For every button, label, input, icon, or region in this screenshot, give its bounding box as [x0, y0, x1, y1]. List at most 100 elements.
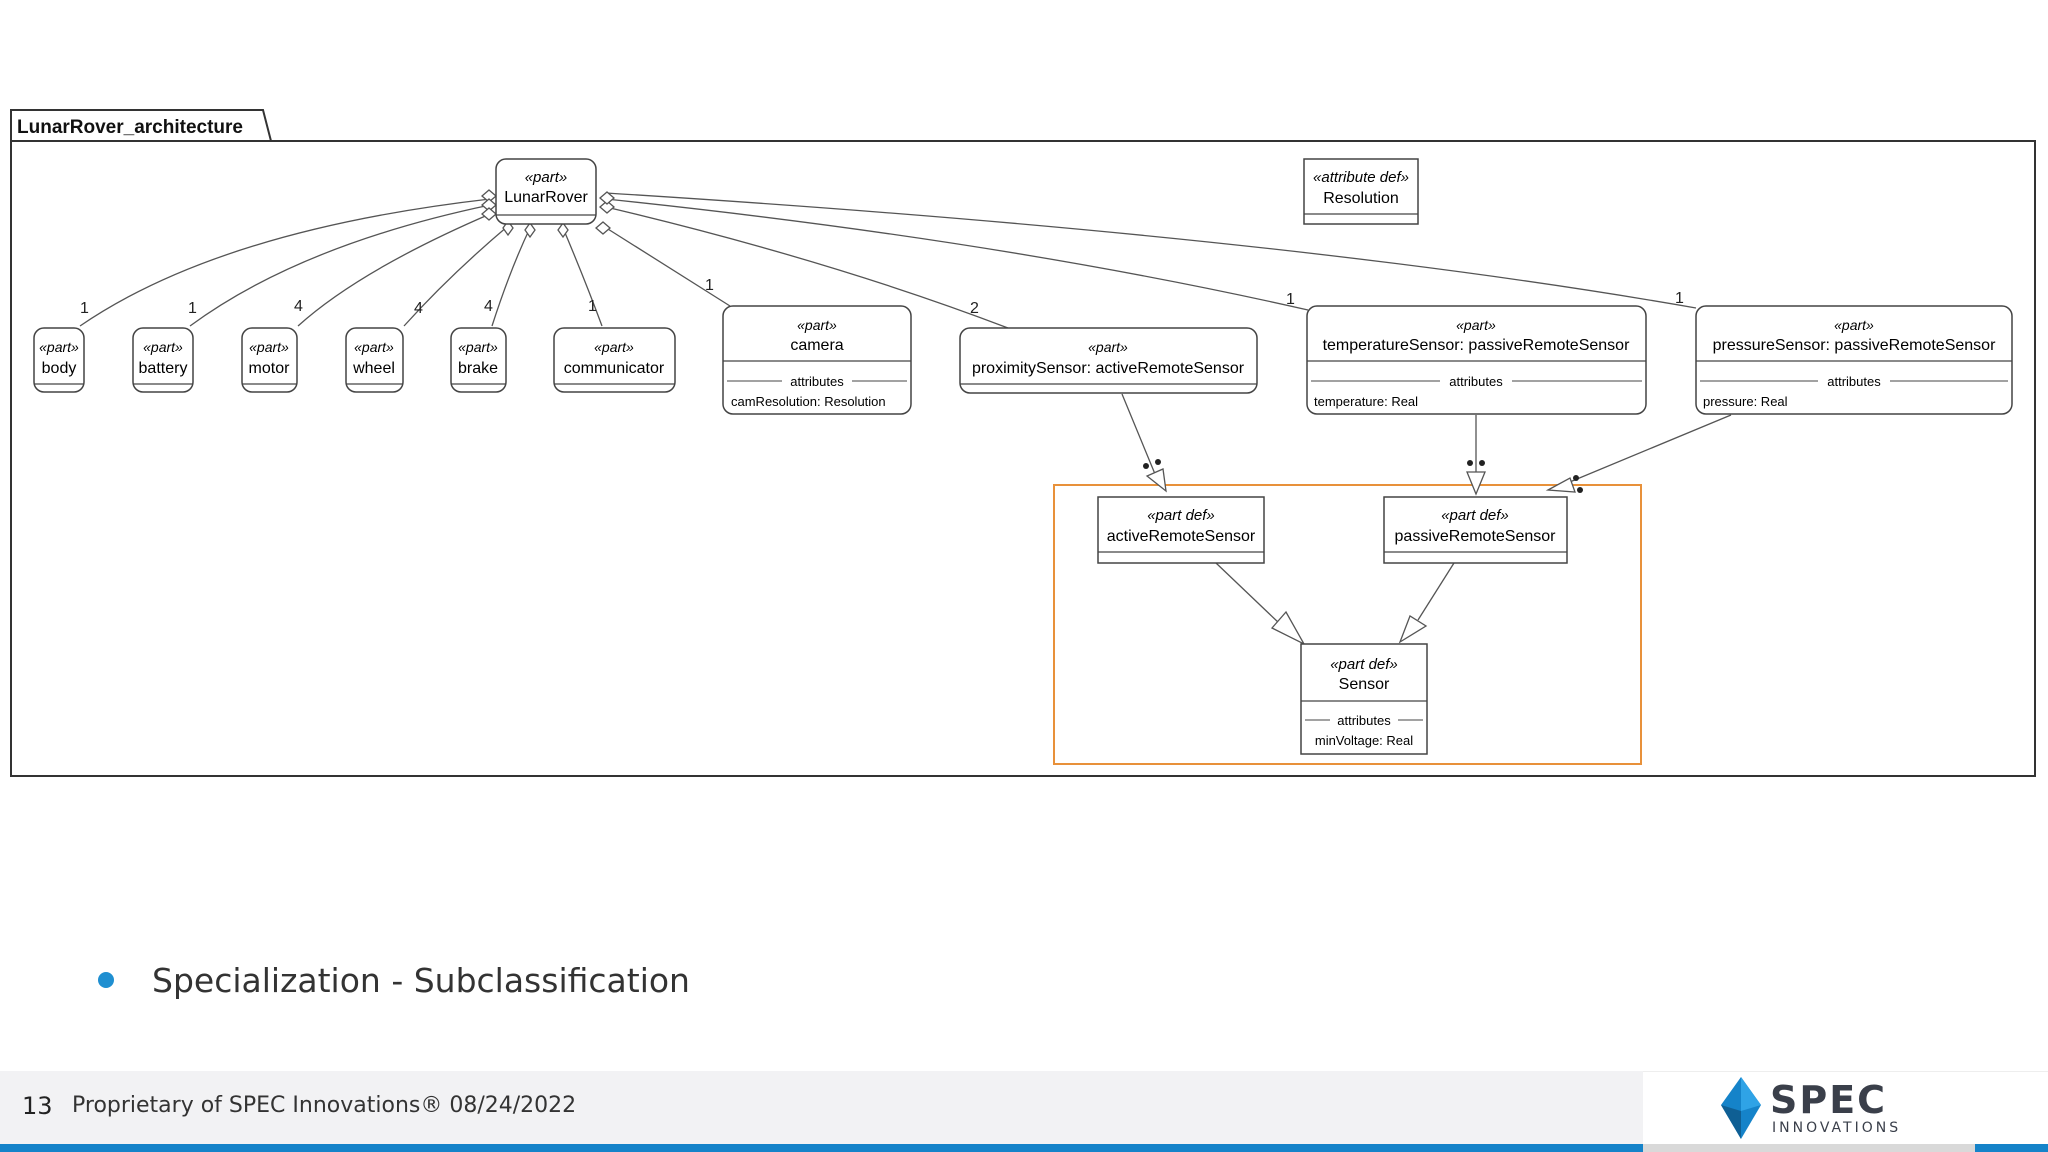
stereotype-label: «part def»: [1330, 656, 1398, 673]
link-temperature: [605, 198, 1309, 311]
link-battery: [189, 204, 491, 327]
mult-body: 1: [80, 300, 89, 317]
footer-logo-area: [1643, 1071, 2048, 1145]
specialization-highlight: [1053, 484, 1642, 765]
stereotype-label: «part»: [354, 339, 394, 355]
node-name: proximitySensor: activeRemoteSensor: [972, 360, 1245, 377]
logo-brand: SPEC: [1770, 1078, 1887, 1122]
attribute-text: pressure: Real: [1703, 394, 1788, 409]
gen-proximity: [1121, 393, 1156, 475]
node-name: passiveRemoteSensor: [1395, 528, 1557, 545]
footer-accent-strip: [0, 1144, 1643, 1152]
mult-camera: 1: [705, 277, 714, 294]
node-name: brake: [458, 360, 498, 377]
attribute-text: temperature: Real: [1314, 394, 1418, 409]
composition-diamonds: [481, 189, 615, 239]
stereotype-label: «part def»: [1147, 507, 1215, 524]
specialization-links: [1121, 393, 1732, 646]
mult-proximity: 2: [970, 300, 979, 317]
node-battery[interactable]: «part» battery: [132, 327, 194, 393]
node-motor[interactable]: «part» motor: [241, 327, 298, 393]
spec-diamond-icon: [1721, 1077, 1761, 1139]
link-wheel: [403, 225, 509, 327]
mult-motor: 4: [294, 298, 303, 315]
node-name: activeRemoteSensor: [1107, 528, 1256, 545]
link-camera: [599, 223, 731, 307]
node-name: Sensor: [1339, 676, 1390, 693]
mult-pressure: 1: [1675, 290, 1684, 307]
node-lunar-rover[interactable]: «part» LunarRover: [495, 158, 597, 225]
uml-diagram: LunarRover_architecture 1 1 4 4 4 1 1 2: [10, 109, 2036, 777]
compartment-label: attributes: [1827, 374, 1881, 389]
spec-logo: SPEC INNOVATIONS: [1721, 1077, 1901, 1139]
footer: [0, 1071, 1643, 1144]
node-name: communicator: [564, 360, 665, 377]
gen-arrowhead-temperature: [1466, 471, 1486, 496]
mult-battery: 1: [188, 300, 197, 317]
node-name: camera: [790, 337, 843, 354]
attribute-text: minVoltage: Real: [1315, 733, 1413, 748]
compartment-label: attributes: [1449, 374, 1503, 389]
mult-wheel: 4: [414, 300, 423, 317]
node-name: battery: [139, 360, 188, 377]
multiplicities: 1 1 4 4 4 1 1 2 1 1: [80, 277, 1684, 317]
node-name: Resolution: [1323, 190, 1399, 207]
gen-active: [1215, 562, 1281, 625]
mult-communicator: 1: [588, 298, 597, 315]
frame-title: LunarRover_architecture: [17, 117, 243, 138]
gen-arrowhead-proximity: [1145, 468, 1167, 493]
node-pressure-sensor[interactable]: «part» pressureSensor: passiveRemoteSens…: [1695, 305, 2013, 415]
stereotype-label: «attribute def»: [1313, 169, 1409, 186]
footer-accent-strip-right: [1975, 1144, 2048, 1152]
node-resolution[interactable]: «attribute def» Resolution: [1303, 158, 1419, 225]
diagram-frame: LunarRover_architecture: [10, 109, 2036, 777]
link-motor: [297, 213, 491, 327]
node-communicator[interactable]: «part» communicator: [553, 327, 676, 393]
stereotype-label: «part»: [1834, 317, 1874, 333]
stereotype-label: «part»: [143, 339, 183, 355]
stereotype-label: «part»: [797, 317, 837, 333]
node-temperature-sensor[interactable]: «part» temperatureSensor: passiveRemoteS…: [1306, 305, 1647, 415]
link-proximity: [605, 206, 1009, 329]
node-name: LunarRover: [504, 189, 588, 206]
compartment-label: attributes: [790, 374, 844, 389]
stereotype-label: «part»: [249, 339, 289, 355]
node-camera[interactable]: «part» camera attributes camResolution: …: [722, 305, 912, 415]
gen-arrowhead-active: [1270, 610, 1306, 646]
gen-dots: [1143, 459, 1583, 493]
bullet-dot-icon: [98, 972, 114, 988]
stereotype-label: «part»: [594, 339, 634, 355]
node-sensor[interactable]: «part def» Sensor attributes minVoltage:…: [1300, 643, 1428, 755]
stereotype-label: «part»: [458, 339, 498, 355]
link-communicator: [562, 227, 603, 327]
gen-pressure: [1564, 414, 1732, 485]
node-passive-remote-sensor[interactable]: «part def» passiveRemoteSensor: [1383, 496, 1568, 564]
logo-tagline: INNOVATIONS: [1772, 1120, 1901, 1136]
stereotype-label: «part»: [1456, 317, 1496, 333]
node-name: temperatureSensor: passiveRemoteSensor: [1323, 337, 1630, 354]
node-name: motor: [249, 360, 291, 377]
node-active-remote-sensor[interactable]: «part def» activeRemoteSensor: [1097, 496, 1265, 564]
gen-arrowhead-passive: [1398, 615, 1428, 644]
node-wheel[interactable]: «part» wheel: [345, 327, 404, 393]
stereotype-label: «part»: [39, 339, 79, 355]
compartment-label: attributes: [1337, 713, 1391, 728]
node-body[interactable]: «part» body: [33, 327, 85, 393]
stereotype-label: «part»: [525, 169, 568, 186]
mult-brake: 4: [484, 298, 493, 315]
stereotype-label: «part def»: [1441, 507, 1509, 524]
node-name: pressureSensor: passiveRemoteSensor: [1713, 337, 1996, 354]
node-name: wheel: [352, 360, 395, 377]
footer-text: Proprietary of SPEC Innovations® 08/24/2…: [72, 1093, 577, 1118]
page-number: 13: [22, 1092, 53, 1120]
mult-temperature: 1: [1286, 291, 1295, 308]
node-proximity-sensor[interactable]: «part» proximitySensor: activeRemoteSens…: [959, 327, 1258, 394]
stereotype-label: «part»: [1088, 339, 1128, 355]
composition-links: [79, 192, 1697, 329]
footer-grey-strip: [1643, 1144, 1975, 1152]
node-brake[interactable]: «part» brake: [450, 327, 507, 393]
gen-arrowhead-pressure: [1545, 477, 1576, 493]
node-name: body: [42, 360, 77, 377]
link-body: [79, 198, 491, 327]
bullet-list: Specialization - Subclassification: [98, 955, 690, 1005]
